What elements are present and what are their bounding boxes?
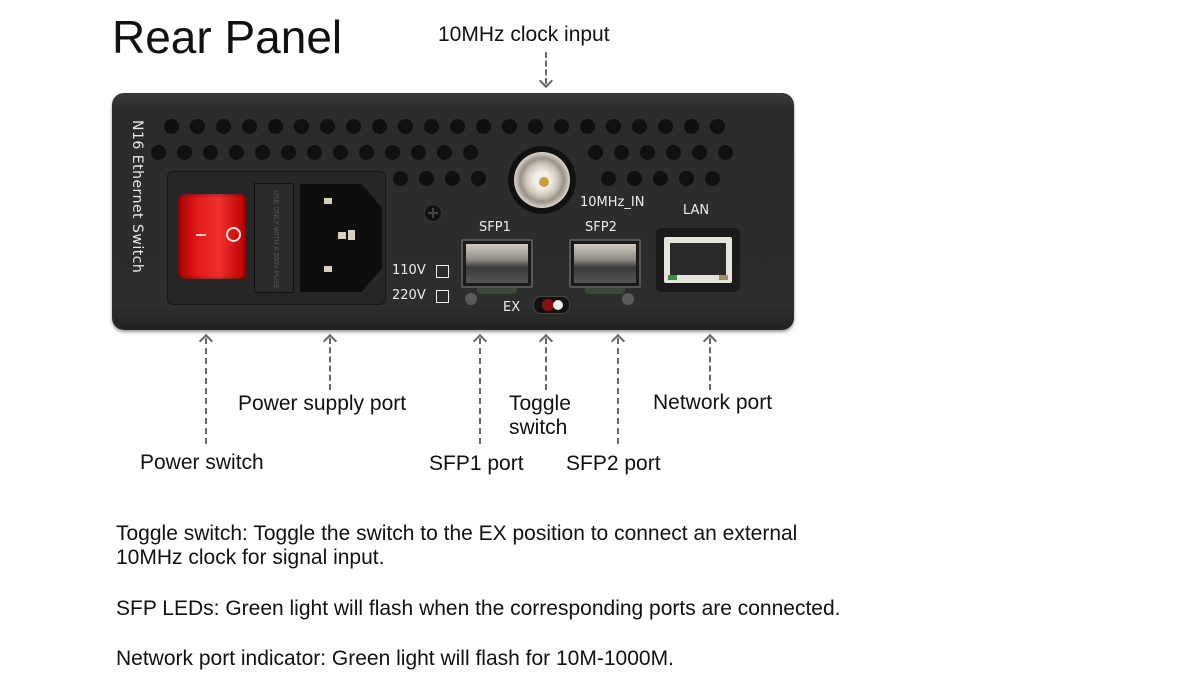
vent-hole — [333, 145, 348, 160]
vent-hole — [705, 171, 720, 186]
callout-toggle-line2: switch — [509, 416, 568, 439]
vent-hole — [502, 119, 517, 134]
vent-hole — [294, 119, 309, 134]
vent-hole — [580, 119, 595, 134]
vent-hole — [437, 145, 452, 160]
vent-hole — [419, 171, 434, 186]
vent-hole — [203, 145, 218, 160]
vent-hole — [684, 119, 699, 134]
bnc-label: 10MHz_IN — [580, 195, 645, 210]
vent-hole — [463, 145, 478, 160]
on-symbol-icon — [196, 234, 206, 236]
vent-hole — [606, 119, 621, 134]
vent-hole — [424, 119, 439, 134]
vent-hole — [177, 145, 192, 160]
lan-led-green — [668, 275, 677, 280]
vent-hole — [346, 119, 361, 134]
callout-toggle-line1: Toggle — [509, 392, 571, 415]
vent-hole — [710, 119, 725, 134]
sfp1-led — [465, 293, 477, 305]
vent-hole — [320, 119, 335, 134]
vent-hole — [614, 145, 629, 160]
lan-port[interactable] — [656, 228, 740, 292]
vent-hole — [398, 119, 413, 134]
vent-hole — [627, 171, 642, 186]
callout-clock-input: 10MHz clock input — [438, 23, 610, 46]
vent-hole — [640, 145, 655, 160]
arrow-network-port — [702, 333, 718, 390]
vent-hole — [151, 145, 166, 160]
arrow-toggle-switch — [538, 333, 554, 390]
sfp2-label: SFP2 — [585, 220, 617, 235]
vent-hole — [528, 119, 543, 134]
arrow-sfp2-port — [610, 333, 626, 444]
callout-power-supply-port: Power supply port — [238, 392, 407, 415]
description-network-indicator: Network port indicator: Green light will… — [116, 647, 674, 670]
vent-hole — [216, 119, 231, 134]
vent-hole — [307, 145, 322, 160]
vent-hole — [190, 119, 205, 134]
screw-icon — [424, 204, 442, 222]
voltage-110-checkbox — [436, 265, 449, 278]
description-toggle-switch: Toggle switch: Toggle the switch to the … — [116, 522, 798, 569]
vent-hole — [476, 119, 491, 134]
toggle-switch[interactable] — [533, 296, 570, 314]
pin-top — [324, 198, 332, 204]
description-sfp-leds: SFP LEDs: Green light will flash when th… — [116, 597, 841, 620]
vent-hole — [385, 145, 400, 160]
vent-hole — [666, 145, 681, 160]
bnc-10mhz-input[interactable] — [508, 146, 576, 214]
lan-led-yellow — [719, 275, 728, 280]
vent-hole — [164, 119, 179, 134]
callout-network-port: Network port — [653, 391, 773, 414]
vent-hole — [255, 145, 270, 160]
vent-hole — [554, 119, 569, 134]
vent-hole — [632, 119, 647, 134]
vent-hole — [281, 145, 296, 160]
off-symbol-icon — [226, 227, 241, 242]
arrow-power-switch — [198, 333, 214, 444]
lan-label: LAN — [683, 203, 710, 218]
voltage-220-label: 220V — [392, 288, 426, 303]
fuse-holder[interactable]: USE ONLY WITH A 250V FUSE — [254, 183, 294, 293]
vent-hole — [692, 145, 707, 160]
vent-hole — [471, 171, 486, 186]
arrow-power-supply-port — [322, 333, 338, 390]
sfp2-led — [622, 293, 634, 305]
arrow-clock-input — [538, 52, 554, 89]
arrow-sfp1-port — [472, 333, 488, 444]
vent-hole — [601, 171, 616, 186]
callout-power-switch: Power switch — [140, 451, 264, 474]
vent-hole — [718, 145, 733, 160]
vent-hole — [393, 171, 408, 186]
page-title: Rear Panel — [112, 11, 343, 63]
vent-hole — [658, 119, 673, 134]
power-supply-port[interactable] — [300, 184, 382, 292]
pin-ground-b — [348, 230, 355, 240]
vent-hole — [359, 145, 374, 160]
vent-hole — [588, 145, 603, 160]
voltage-110-label: 110V — [392, 263, 426, 278]
callout-sfp1-port: SFP1 port — [429, 452, 524, 475]
brand-label: N16 Ethernet Switch — [129, 120, 145, 274]
vent-hole — [268, 119, 283, 134]
callout-sfp2-port: SFP2 port — [566, 452, 661, 475]
vent-hole — [653, 171, 668, 186]
sfp1-label: SFP1 — [479, 220, 511, 235]
vent-hole — [372, 119, 387, 134]
voltage-220-checkbox — [436, 290, 449, 303]
sfp1-port[interactable] — [461, 239, 533, 294]
toggle-ex-label: EX — [503, 300, 521, 315]
vent-hole — [679, 171, 694, 186]
vent-hole — [445, 171, 460, 186]
sfp2-port[interactable] — [569, 239, 641, 294]
pin-ground-a — [338, 232, 346, 239]
vent-hole — [242, 119, 257, 134]
vent-hole — [450, 119, 465, 134]
power-switch[interactable] — [178, 194, 246, 279]
pin-bottom — [324, 266, 332, 272]
vent-hole — [229, 145, 244, 160]
vent-hole — [411, 145, 426, 160]
